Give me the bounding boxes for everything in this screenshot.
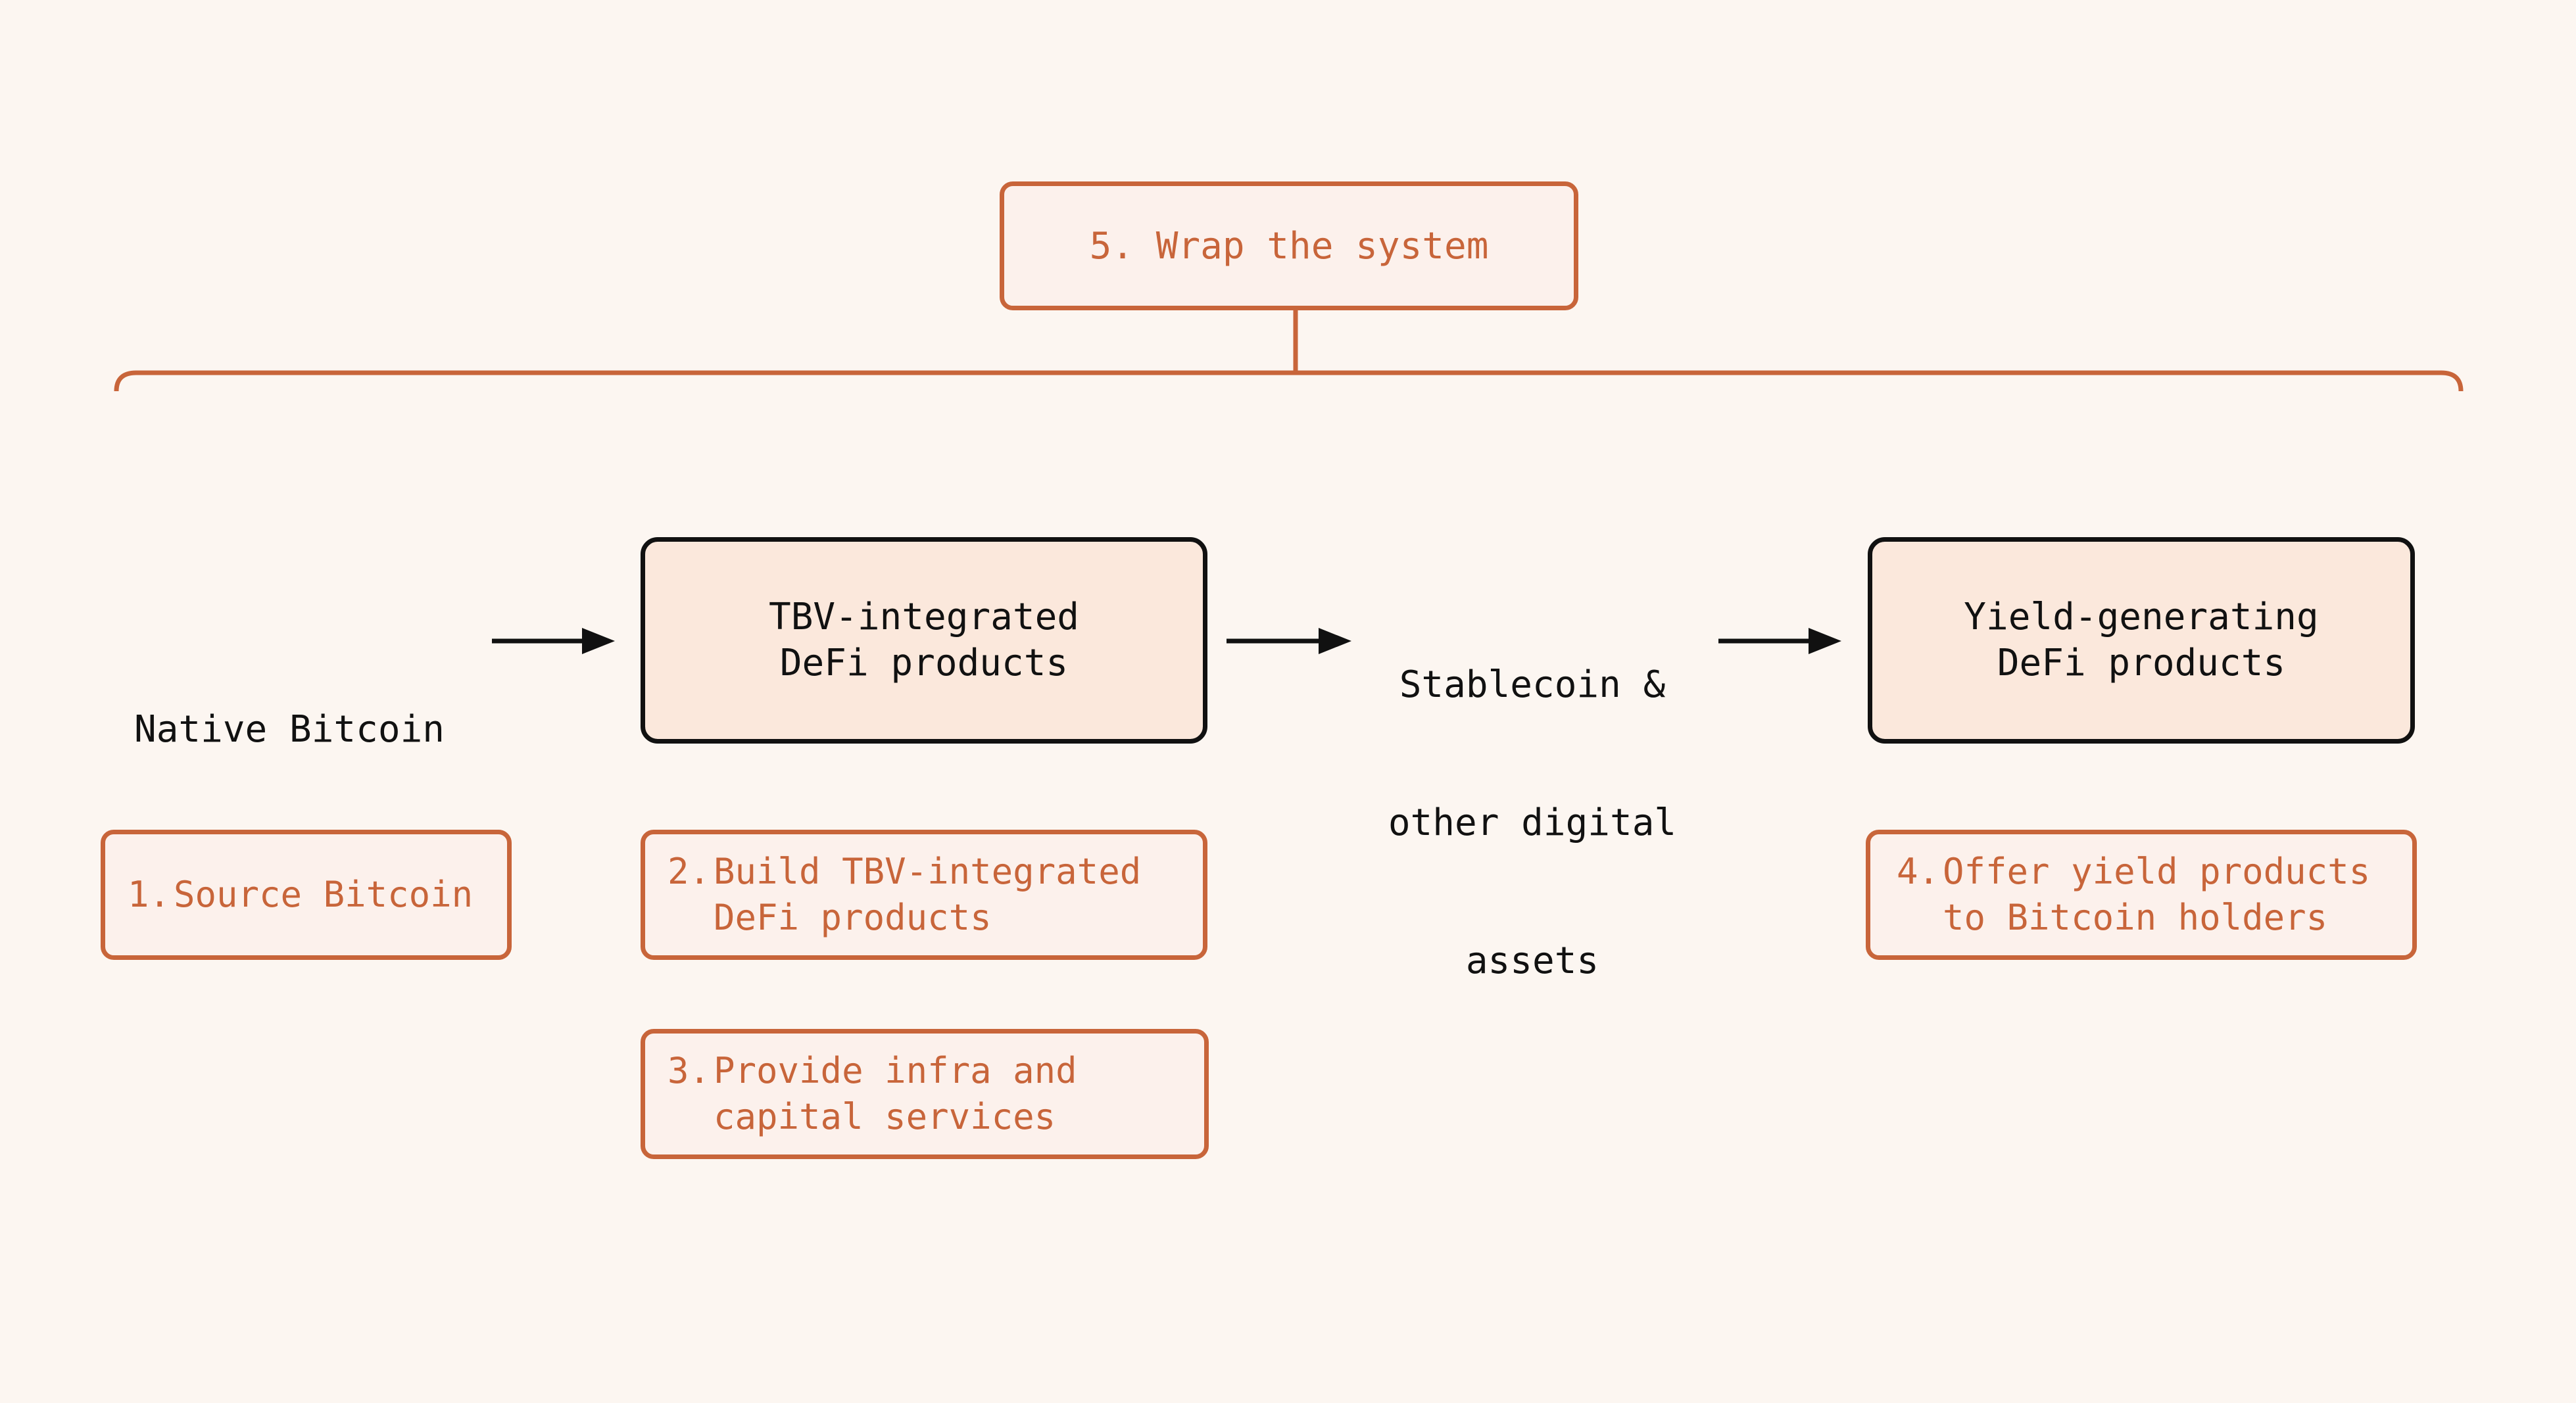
tbv-box-line1: TBV-integrated [768,596,1079,638]
step-3-infra-box: 3. Provide infra and capital services [641,1029,1209,1159]
step-3-text-line2: capital services [714,1096,1056,1137]
arrow-stablecoin-to-yield [1718,628,1841,654]
step-1-source-bitcoin-box: 1. Source Bitcoin [101,830,512,960]
native-bitcoin-label: Native Bitcoin [134,708,445,751]
wrap-system-box: 5. Wrap the system [1000,181,1578,310]
step-4-offer-yield-box: 4. Offer yield products to Bitcoin holde… [1866,830,2417,960]
arrow-native-to-tbv [492,628,615,654]
tbv-defi-products-box: TBV-integrated DeFi products [641,537,1207,744]
yield-box-line2: DeFi products [1997,642,2286,684]
step-1-number: 1. [128,874,171,915]
step-3-number: 3. [668,1050,711,1091]
wrap-bracket [114,370,2464,392]
step-2-number: 2. [668,851,711,892]
step-2-build-box: 2. Build TBV-integrated DeFi products [641,830,1207,960]
step-4-text-line2: to Bitcoin holders [1943,897,2328,938]
step-1-text: Source Bitcoin [174,874,474,915]
step-4-text-line1: Offer yield products [1943,851,2371,892]
step-3-text-line1: Provide infra and [714,1050,1077,1091]
step-4-number: 4. [1897,851,1940,892]
yield-box-line1: Yield-generating [1964,596,2319,638]
yield-defi-products-box: Yield-generating DeFi products [1868,537,2415,744]
step-2-text-line1: Build TBV-integrated [714,851,1142,892]
stablecoin-label: Stablecoin & other digital assets [1388,663,1677,982]
wrap-system-label: 5. Wrap the system [1089,224,1489,268]
tbv-box-line2: DeFi products [779,642,1069,684]
step-2-text-line2: DeFi products [714,897,992,938]
arrow-tbv-to-stablecoin [1227,628,1351,654]
